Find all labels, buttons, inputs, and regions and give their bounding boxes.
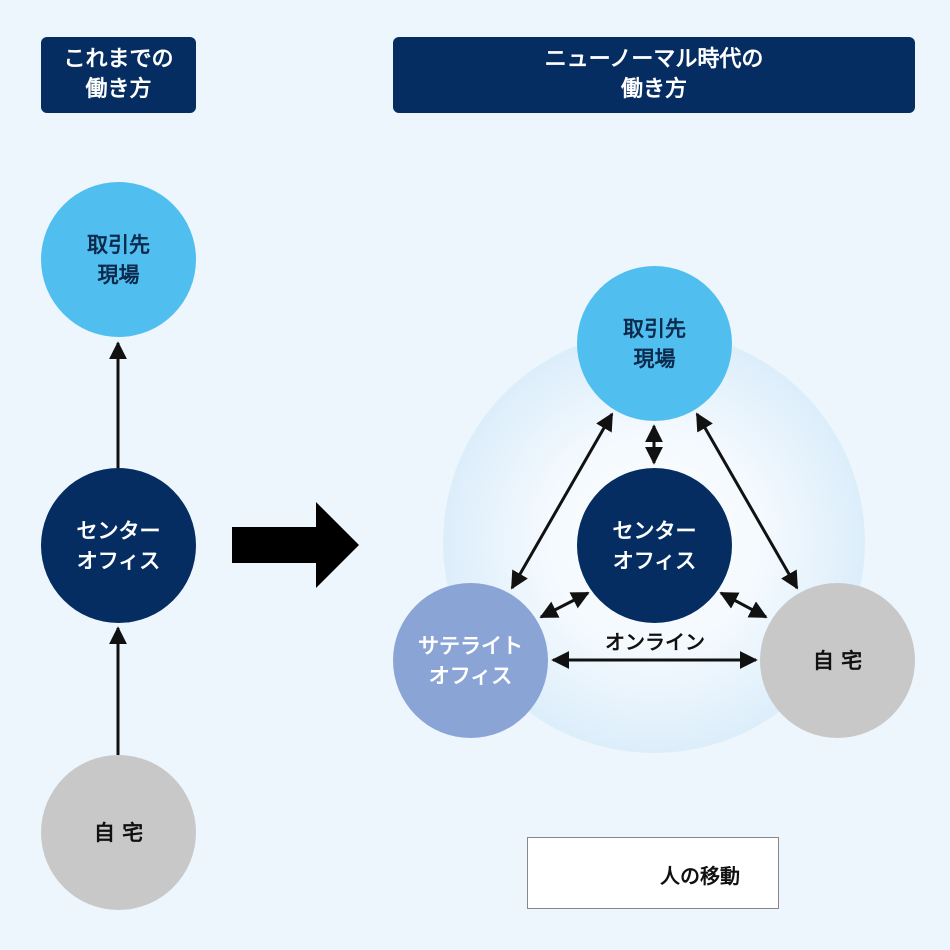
legend-label: 人の移動 [660,864,740,888]
right-satellite-line2: オフィス [428,663,513,688]
left-center-line1: センター [76,518,161,543]
online-label: オンライン [605,630,705,654]
left-home-node: 自 宅 [41,755,196,910]
old-workstyle-heading-line2: 働き方 [85,77,152,102]
right-center-line2: オフィス [612,548,697,573]
right-client-line2: 現場 [633,346,676,371]
left-client-site-node: 取引先 現場 [41,182,196,337]
left-home-label: 自 宅 [93,820,144,845]
right-satellite-office-node: サテライト オフィス [393,583,548,738]
right-center-office-node: センター オフィス [577,468,732,623]
right-satellite-line1: サテライト [418,633,523,658]
new-normal-heading-line1: ニューノーマル時代の [544,47,764,72]
new-normal-heading-line2: 働き方 [620,77,687,102]
right-client-line1: 取引先 [623,316,686,341]
new-normal-workstyle-heading: ニューノーマル時代の 働き方 [393,37,915,113]
right-client-site-node: 取引先 現場 [577,266,732,421]
right-home-label: 自 宅 [812,648,863,673]
old-workstyle-heading: これまでの 働き方 [41,37,196,113]
right-home-node: 自 宅 [760,583,915,738]
left-center-office-node: センター オフィス [41,468,196,623]
legend-box: 人の移動 [527,837,779,909]
left-client-line2: 現場 [97,262,140,287]
transition-arrow [232,502,359,588]
left-client-line1: 取引先 [87,232,150,257]
left-center-line2: オフィス [76,548,161,573]
right-center-line1: センター [612,518,697,543]
old-workstyle-heading-line1: これまでの [63,47,174,72]
